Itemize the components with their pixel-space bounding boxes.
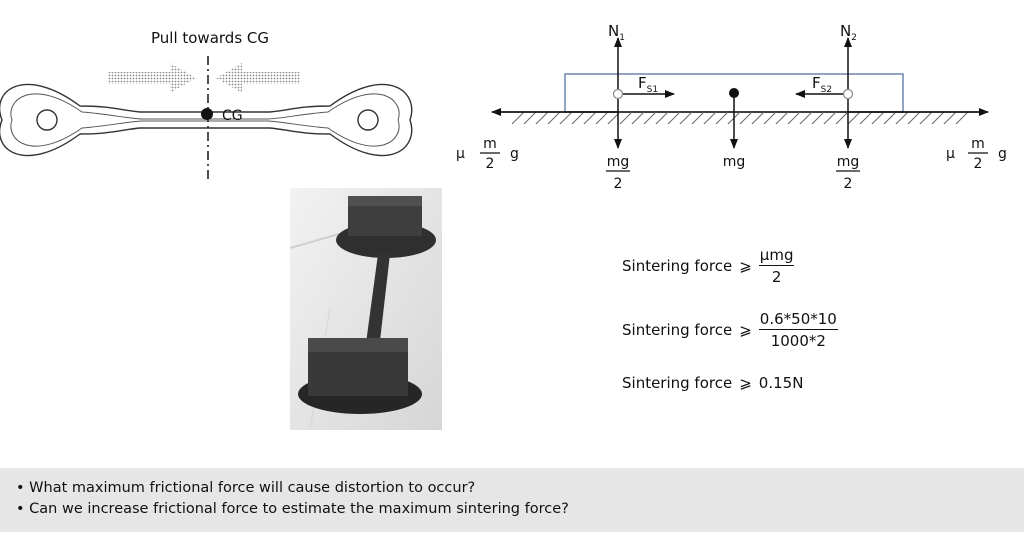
right-pull-arrow bbox=[216, 63, 300, 93]
dogbone-diagram: Pull towards CG CG bbox=[0, 29, 413, 180]
right-mg-num: mg bbox=[837, 154, 860, 170]
pull-title: Pull towards CG bbox=[151, 29, 269, 47]
equation-2-numerator: 0.6*50*10 bbox=[758, 310, 838, 330]
cg-dot bbox=[201, 108, 213, 120]
left-friction-den: 2 bbox=[486, 156, 495, 172]
right-friction-g: g bbox=[998, 146, 1007, 162]
equation-2-fraction: 0.6*50*10 1000*2 bbox=[758, 310, 838, 350]
center-mg-label: mg bbox=[723, 154, 746, 170]
ground-hatching bbox=[511, 111, 969, 125]
equation-3-label: Sintering force bbox=[622, 374, 733, 392]
left-friction-g: g bbox=[510, 146, 519, 162]
fs1-label: FS1 bbox=[638, 74, 658, 95]
equation-3-value: 0.15N bbox=[758, 374, 804, 392]
equation-1-label: Sintering force bbox=[622, 257, 733, 275]
right-mg-den: 2 bbox=[844, 176, 853, 192]
question-1: • What maximum frictional force will cau… bbox=[16, 480, 476, 496]
equation-1-denominator: 2 bbox=[771, 268, 782, 286]
left-mg-den: 2 bbox=[614, 176, 623, 192]
n2-label: N2 bbox=[840, 22, 857, 43]
equation-3: Sintering force ⩾ 0.15N bbox=[622, 374, 803, 392]
equation-2-label: Sintering force bbox=[622, 321, 733, 339]
equation-1-fraction: μmg 2 bbox=[758, 246, 795, 286]
force-diagram: N1 N2 FS1 FS2 mg 2 mg mg 2 μ m 2 g μ m 2… bbox=[456, 22, 1007, 192]
questions-band bbox=[0, 468, 1024, 532]
specimen-photo bbox=[290, 188, 442, 430]
left-pull-arrow bbox=[108, 63, 196, 93]
left-friction-mu: μ bbox=[456, 146, 465, 162]
dogbone-outline bbox=[0, 84, 413, 156]
fs2-label: FS2 bbox=[812, 74, 832, 95]
left-hole bbox=[36, 109, 58, 131]
right-friction-num: m bbox=[971, 136, 985, 152]
equation-3-relation: ⩾ bbox=[739, 374, 752, 392]
right-contact-point bbox=[842, 88, 854, 100]
question-2: • Can we increase frictional force to es… bbox=[16, 501, 569, 517]
equation-1-numerator: μmg bbox=[758, 246, 795, 266]
equation-1-relation: ⩾ bbox=[739, 257, 752, 275]
left-friction-num: m bbox=[483, 136, 497, 152]
equation-1: Sintering force ⩾ μmg 2 bbox=[622, 246, 795, 286]
equation-2: Sintering force ⩾ 0.6*50*10 1000*2 bbox=[622, 310, 838, 350]
cg-label: CG bbox=[222, 108, 243, 124]
equation-2-denominator: 1000*2 bbox=[770, 332, 826, 350]
equation-2-relation: ⩾ bbox=[739, 321, 752, 339]
right-friction-mu: μ bbox=[946, 146, 955, 162]
dogbone-inner-outline bbox=[10, 93, 400, 147]
right-hole bbox=[357, 109, 379, 131]
left-mg-num: mg bbox=[607, 154, 630, 170]
left-contact-point bbox=[612, 88, 624, 100]
center-of-gravity-dot bbox=[729, 88, 739, 98]
right-friction-den: 2 bbox=[974, 156, 983, 172]
n1-label: N1 bbox=[608, 22, 625, 43]
